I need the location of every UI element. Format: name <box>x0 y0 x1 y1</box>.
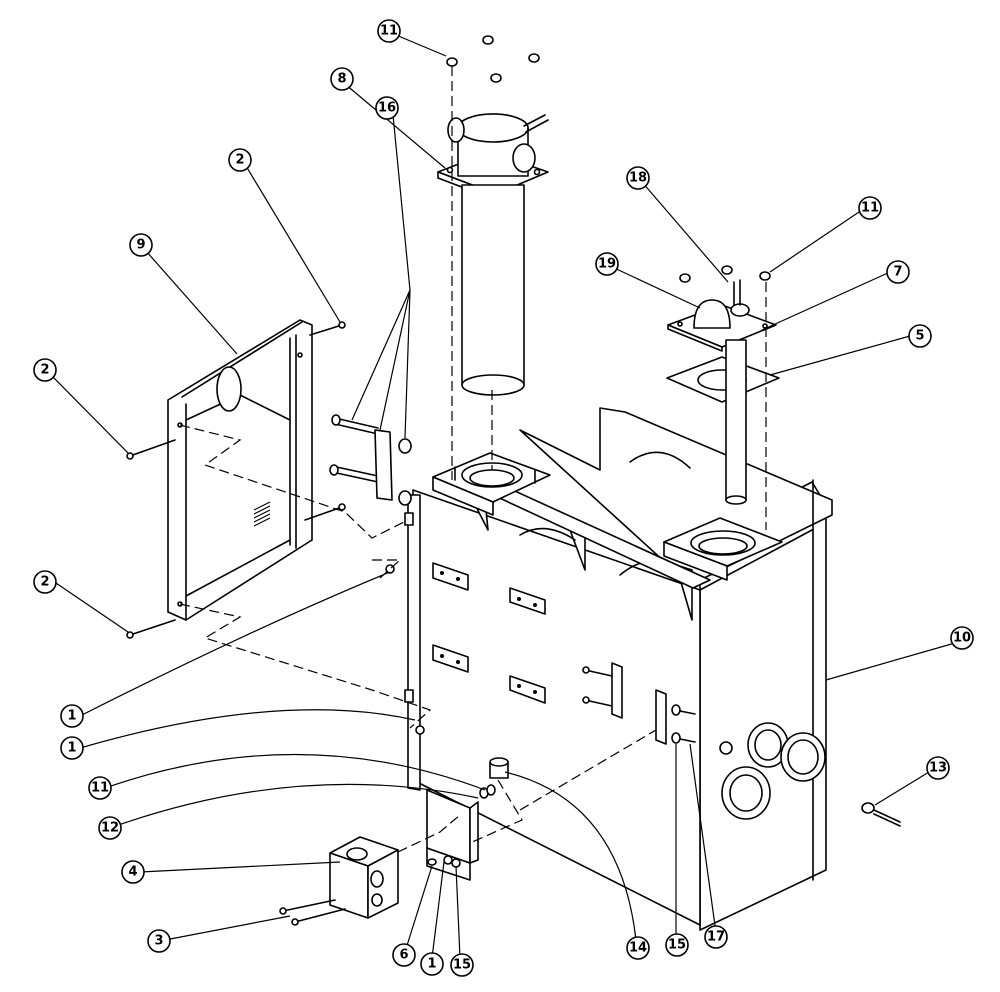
svg-text:2: 2 <box>40 363 49 378</box>
callout-balloon: 14 <box>626 936 650 960</box>
svg-text:11: 11 <box>91 781 109 796</box>
svg-text:2: 2 <box>40 575 49 590</box>
callout-balloons: 1 1 1 2 2 2 3 4 5 6 7 8 9 10 11 11 11 12… <box>33 19 974 977</box>
vent-grille <box>253 501 271 527</box>
callout-balloon: 4 <box>121 860 145 884</box>
svg-text:11: 11 <box>861 201 879 216</box>
svg-text:1: 1 <box>67 709 76 724</box>
face-tab-lower <box>404 689 414 703</box>
svg-text:15: 15 <box>668 938 686 953</box>
callout-balloon: 15 <box>665 933 689 957</box>
probe <box>861 802 901 827</box>
svg-text:8: 8 <box>337 72 346 87</box>
callout-balloon: 1 <box>60 704 84 728</box>
terminal-block <box>279 836 399 926</box>
callout-balloon: 7 <box>886 260 910 284</box>
callout-balloon: 9 <box>129 233 153 257</box>
callout-balloon: 2 <box>33 358 57 382</box>
callout-balloon: 19 <box>595 252 619 276</box>
svg-text:17: 17 <box>707 930 725 945</box>
right-flange-block <box>663 517 783 581</box>
svg-text:12: 12 <box>101 821 119 836</box>
svg-text:3: 3 <box>154 934 163 949</box>
callout-balloon: 2 <box>33 570 57 594</box>
callout-balloon: 1 <box>60 736 84 760</box>
face-tab-upper <box>404 512 414 526</box>
svg-text:5: 5 <box>915 329 924 344</box>
svg-text:19: 19 <box>598 257 616 272</box>
left-flange-block <box>432 452 551 516</box>
side-plate <box>655 689 696 745</box>
bolt-plate <box>582 662 623 719</box>
front-brackets <box>432 562 546 704</box>
callout-balloon: 17 <box>704 925 728 949</box>
svg-text:18: 18 <box>629 171 647 186</box>
svg-text:14: 14 <box>629 941 647 956</box>
callout-balloon: 2 <box>228 148 252 172</box>
callout-balloon: 3 <box>147 929 171 953</box>
svg-text:13: 13 <box>929 761 947 776</box>
mounting-bracket <box>426 789 479 881</box>
svg-text:11: 11 <box>380 24 398 39</box>
svg-text:2: 2 <box>235 153 244 168</box>
svg-text:10: 10 <box>953 631 971 646</box>
callout-balloon: 12 <box>98 816 122 840</box>
face-nut-lower <box>415 725 425 735</box>
svg-text:7: 7 <box>893 265 902 280</box>
callout-balloon: 1 <box>420 952 444 976</box>
callout-balloon: 13 <box>926 756 950 780</box>
sensor-assembly <box>666 265 780 505</box>
side-ports <box>719 722 826 820</box>
callout-balloon: 18 <box>626 166 650 190</box>
svg-text:1: 1 <box>67 741 76 756</box>
nuts-top-left <box>446 35 540 83</box>
callout-balloon: 10 <box>950 626 974 650</box>
callout-balloon: 11 <box>88 776 112 800</box>
callout-balloon: 11 <box>377 19 401 43</box>
svg-text:6: 6 <box>399 948 408 963</box>
svg-text:9: 9 <box>136 238 145 253</box>
assembly-lines <box>179 66 767 853</box>
drain-fitting <box>489 757 509 779</box>
callout-balloon: 5 <box>908 324 932 348</box>
heater-tube <box>437 113 549 396</box>
leader-lines <box>52 34 956 959</box>
hinge-bolts <box>329 414 412 506</box>
callout-balloon: 11 <box>858 196 882 220</box>
svg-text:4: 4 <box>128 865 137 880</box>
svg-text:15: 15 <box>453 958 471 973</box>
washer-nut <box>479 784 496 799</box>
callout-balloon: 6 <box>392 943 416 967</box>
cover-panel <box>167 319 313 621</box>
callout-balloon: 8 <box>330 67 354 91</box>
svg-text:1: 1 <box>427 957 436 972</box>
callout-balloon: 15 <box>450 953 474 977</box>
svg-text:16: 16 <box>378 101 396 116</box>
callout-balloon: 16 <box>375 96 399 120</box>
